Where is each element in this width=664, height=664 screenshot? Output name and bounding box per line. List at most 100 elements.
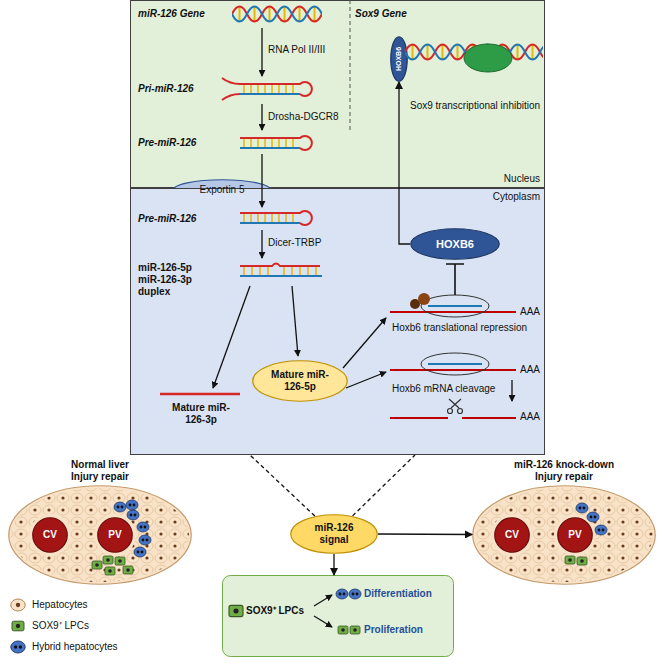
label-holder: miR-126 Gene xyxy=(138,8,205,20)
node-label: CV xyxy=(43,529,57,541)
illustration-part xyxy=(405,45,543,60)
illustration-part xyxy=(160,393,240,396)
legend-label: Hybrid hepatocytes xyxy=(32,641,118,653)
illustration-part xyxy=(446,264,464,295)
connector xyxy=(399,82,410,244)
illustration-part xyxy=(229,605,243,616)
illustration-part xyxy=(448,409,453,414)
scissors-icon xyxy=(448,399,463,414)
text-holder: CV xyxy=(32,517,68,553)
label-holder: Pre-miR-126 xyxy=(138,137,196,149)
illustration-part xyxy=(472,485,656,585)
fate-box: SOX9⁺ LPCs DifferentiationProliferation xyxy=(222,575,454,657)
vein-circle: PV xyxy=(97,517,133,553)
annotation-label: Hoxb6 mRNA cleavage xyxy=(392,383,507,395)
illustration-part xyxy=(240,82,312,96)
legend-item: Hepatocytes xyxy=(32,599,88,611)
illustration-part xyxy=(350,0,351,130)
illustration-part xyxy=(240,136,312,150)
connector xyxy=(378,533,472,535)
vein-circle: CV xyxy=(32,517,68,553)
node-shape xyxy=(291,515,378,554)
cytoplasm-art xyxy=(160,211,516,418)
node-shape xyxy=(33,518,68,553)
annotation-label: AAA xyxy=(520,411,540,423)
legend-item: SOX9⁺ LPCs xyxy=(32,620,89,632)
node-shape xyxy=(473,486,656,585)
text-holder: CV xyxy=(494,517,530,553)
illustration-part xyxy=(458,409,463,414)
liver-art xyxy=(8,485,656,585)
legend-icons xyxy=(11,599,25,653)
text-holder: Differentiation xyxy=(364,588,432,600)
node-shape xyxy=(131,189,545,455)
node-label: HOXB6 xyxy=(395,47,403,71)
illustration-part xyxy=(349,589,361,599)
label-holder: Hoxb6 mRNA cleavage xyxy=(392,383,507,395)
nucleus-art xyxy=(222,0,555,207)
node-shape xyxy=(253,361,348,402)
illustration-part xyxy=(405,45,543,60)
annotation-label: Drosha-DGCR8 xyxy=(268,111,339,123)
illustration-part xyxy=(587,512,599,522)
illustration-part xyxy=(114,502,126,512)
vein-circle: PV xyxy=(557,517,593,553)
illustration-part xyxy=(123,566,133,574)
mirna-oval: Mature miR-126-5p xyxy=(252,360,348,402)
illustration-part xyxy=(137,522,149,532)
label-holder: AAA xyxy=(520,306,540,318)
text-holder: Proliferation xyxy=(364,624,423,636)
protein-oval: HOXB6 xyxy=(410,228,500,260)
illustration-part xyxy=(390,369,516,371)
illustration-part xyxy=(240,264,320,267)
illustration-part xyxy=(421,353,489,375)
node-shape xyxy=(495,518,530,553)
illustration-part xyxy=(232,7,322,22)
node-shape xyxy=(391,37,408,82)
illustration-part xyxy=(390,417,516,419)
illustration-part xyxy=(213,286,250,388)
node-label: PV xyxy=(568,529,581,541)
legend-label: SOX9⁺ LPCs xyxy=(32,620,89,632)
label-holder: AAA xyxy=(520,411,540,423)
text-holder: SOX9⁺ LPCs xyxy=(246,605,304,617)
illustration-part xyxy=(8,485,192,585)
node-label: Mature miR-126-5p xyxy=(267,369,333,393)
node-label: Differentiation xyxy=(364,588,432,600)
node-label: Normal liver Injury repair xyxy=(60,459,140,483)
text-holder: Normal liver Injury repair xyxy=(8,459,192,485)
node-shape xyxy=(223,576,454,657)
node-shape xyxy=(9,486,192,585)
lpc-fate-art xyxy=(229,589,361,634)
node-label: Nucleus xyxy=(504,173,540,185)
illustration-part xyxy=(418,293,430,305)
protein-blob: HOXB6 xyxy=(390,36,408,82)
illustration-part xyxy=(261,104,262,130)
illustration-part xyxy=(577,557,587,565)
illustration-part xyxy=(261,230,262,258)
illustration-part xyxy=(511,380,512,401)
illustration-part xyxy=(428,363,482,365)
illustration-part xyxy=(292,286,298,356)
annotation-label: Pre-miR-126 xyxy=(138,213,196,225)
text-holder: PV xyxy=(97,517,133,553)
illustration-part xyxy=(103,556,113,564)
illustration-part xyxy=(464,44,512,72)
node-label: miR-126 signal xyxy=(304,522,364,546)
signal-oval: miR-126 signal xyxy=(290,514,378,554)
connector xyxy=(333,554,334,575)
text-holder: PV xyxy=(557,517,593,553)
label-holder: miR-126-5p miR-126-3p duplex xyxy=(138,262,200,298)
illustration-part xyxy=(338,626,348,634)
label-holder: Dicer-TRBP xyxy=(268,237,321,249)
illustration-part xyxy=(232,7,322,22)
node-shape xyxy=(411,229,500,260)
annotation-label: Pri-miR-126 xyxy=(138,83,194,95)
annotation-label: AAA xyxy=(520,306,540,318)
illustration-part xyxy=(314,595,332,606)
illustration-part xyxy=(261,28,262,207)
illustration-part xyxy=(213,230,512,401)
illustration-part xyxy=(449,399,461,408)
label-holder: AAA xyxy=(520,364,540,376)
